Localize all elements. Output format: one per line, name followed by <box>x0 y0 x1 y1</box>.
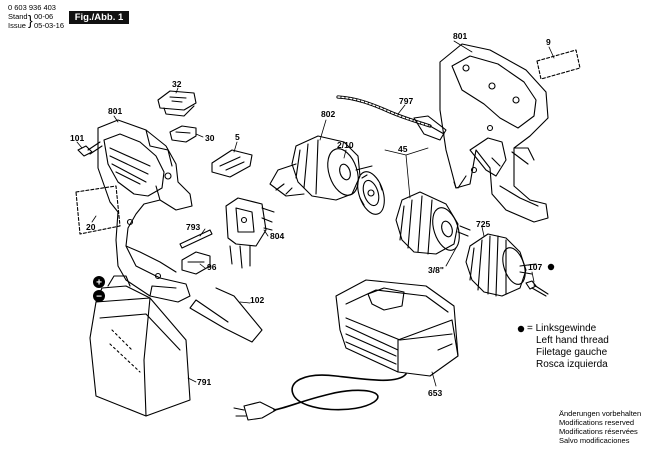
part-label-32: 32 <box>172 79 182 89</box>
leader-101 <box>76 141 83 149</box>
battery-pack-drawing <box>89 275 191 417</box>
nameplate-drawing <box>75 185 121 235</box>
leader-725 <box>481 226 485 237</box>
part-label-20: 20 <box>86 222 96 232</box>
part-label-653: 653 <box>428 388 442 398</box>
brace-icon: } <box>28 12 33 28</box>
part-label-3-8: 3/8" <box>428 265 444 275</box>
leader-96 <box>199 263 206 269</box>
footer-line-fr: Modifications réservées <box>559 427 638 436</box>
part-label-5: 5 <box>235 132 240 142</box>
leader-45 <box>405 154 411 199</box>
issue-label: Issue <box>8 21 26 30</box>
legend-left-hand-thread-es: Rosca izquierda <box>536 359 608 370</box>
part-label-804: 804 <box>270 231 284 241</box>
leader-797 <box>397 104 406 115</box>
part-label-802: 802 <box>321 109 335 119</box>
leader-20 <box>91 215 97 223</box>
motor-drawing <box>269 135 373 201</box>
leader-793 <box>199 228 206 237</box>
switch-drawing <box>225 197 275 269</box>
small-part-drawing <box>211 149 253 178</box>
legend-left-hand-thread-en: Left hand thread <box>536 335 609 346</box>
screw-101-drawing <box>77 141 103 157</box>
leader-653 <box>431 371 437 387</box>
polarity-markers: + − <box>93 276 105 303</box>
leader-3-8 <box>445 247 457 267</box>
part-label-9: 9 <box>546 37 551 47</box>
part-label-725: 725 <box>476 219 490 229</box>
plus-sign: + <box>96 278 102 289</box>
issue-value: 05-03-16 <box>34 21 65 30</box>
charger-drawing <box>335 279 459 377</box>
leader-9 <box>548 46 555 59</box>
part-label-2-10: 2/10 <box>337 140 354 150</box>
part-label-102: 102 <box>250 295 264 305</box>
doc-number: 0 603 936 403 <box>8 3 56 12</box>
legend-bullet-icon <box>517 325 525 333</box>
legend-left-hand-thread-fr: Filetage gauche <box>536 347 608 358</box>
part-label-107: 107 <box>528 262 542 272</box>
leader-lines <box>76 40 555 387</box>
switch-slider-drawing <box>169 125 197 143</box>
leader-801-top <box>453 40 473 53</box>
minus-sign: − <box>96 292 102 303</box>
figure-label: Fig./Abb. 1 <box>69 11 129 24</box>
footer-line-de: Änderungen vorbehalten <box>559 409 642 418</box>
clip-drawing <box>181 251 211 275</box>
gearbox-drawing <box>395 191 471 255</box>
rod-drawing <box>179 229 213 249</box>
plus-terminal-icon <box>93 276 105 288</box>
part-label-793: 793 <box>186 222 200 232</box>
leader-45-left <box>384 147 429 156</box>
housing-half-right-drawing <box>439 43 549 223</box>
latch-drawing <box>157 90 197 117</box>
gear-disc-drawing <box>357 171 385 215</box>
leader-32 <box>175 87 179 94</box>
leader-2-10 <box>343 149 347 159</box>
part-label-45: 45 <box>398 144 408 154</box>
power-cord-drawing <box>273 373 407 411</box>
part-label-801-top: 801 <box>453 31 467 41</box>
leader-791 <box>187 377 197 383</box>
part-label-30: 30 <box>205 133 215 143</box>
legend-left-hand-thread-de: = Linksgewinde <box>527 323 597 334</box>
stand-label: Stand <box>8 12 28 21</box>
part-label-801-left: 801 <box>108 106 122 116</box>
housing-half-left-drawing <box>97 119 193 303</box>
leader-107 <box>531 271 535 283</box>
leader-30 <box>195 133 204 138</box>
leader-804 <box>263 229 269 237</box>
footer-line-es: Salvo modificaciones <box>559 436 630 445</box>
left-hand-thread-bullet-icon <box>547 263 555 271</box>
leader-802 <box>319 119 327 141</box>
leader-801-left <box>113 115 119 123</box>
wire-102-drawing <box>189 287 263 343</box>
label-strip-drawing <box>536 49 581 80</box>
leader-102 <box>239 301 251 304</box>
leader-5 <box>233 141 238 153</box>
part-label-797: 797 <box>399 96 413 106</box>
minus-terminal-icon <box>93 290 105 302</box>
stand-value: 00-06 <box>34 12 54 21</box>
part-label-101: 101 <box>70 133 84 143</box>
part-label-791: 791 <box>197 377 211 387</box>
footer-line-en: Modifications reserved <box>559 418 635 427</box>
plug-drawing <box>233 401 277 421</box>
screw-107-drawing <box>525 280 549 297</box>
chuck-drawing <box>465 233 537 297</box>
cable-assembly-drawing <box>336 95 447 141</box>
part-label-96: 96 <box>207 262 217 272</box>
